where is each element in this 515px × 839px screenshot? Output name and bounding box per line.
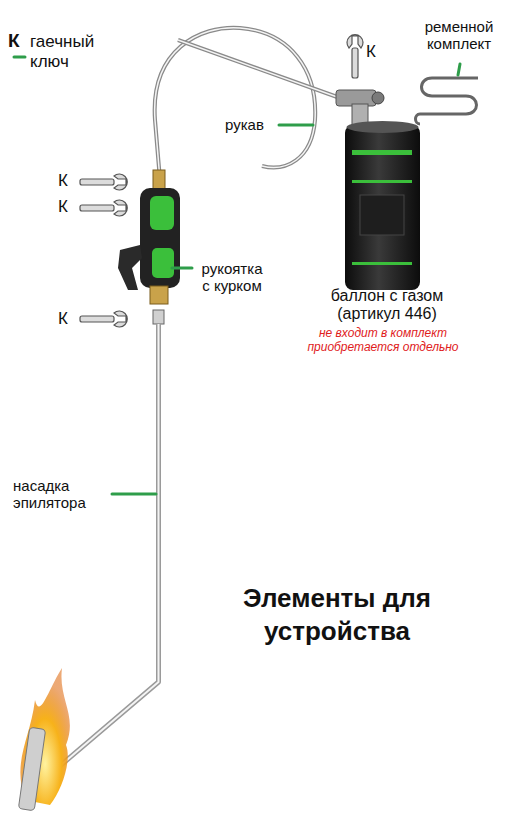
wrench-icon	[80, 200, 127, 216]
diagram-title: Элементы для устройства	[212, 582, 462, 647]
belt-clip	[416, 78, 479, 124]
key-letter: К	[58, 197, 68, 217]
note: не входит в комплект приобретается отдел…	[292, 327, 474, 355]
key-letter: К	[8, 30, 20, 52]
key-letter: К	[366, 42, 376, 62]
gas-cylinder	[345, 121, 420, 290]
hose	[155, 28, 340, 180]
part-name: ременной комплект	[410, 18, 508, 53]
key-letter: К	[58, 171, 68, 191]
key-meaning: гаечный ключ	[30, 32, 118, 71]
part-name: баллон с газом (артикул 446)	[303, 287, 471, 324]
wrench-icon	[347, 35, 363, 78]
part-name: рукав	[225, 116, 264, 133]
wrench-icon	[80, 174, 127, 190]
part-name: рукоятка с курком	[196, 260, 268, 295]
part-name: насадка эпилятора	[13, 477, 109, 512]
trigger-handle	[118, 170, 180, 304]
leader-line	[14, 57, 460, 494]
regulator	[336, 90, 384, 126]
wrench-icon	[80, 311, 127, 327]
key-letter: К	[58, 309, 68, 329]
flame	[18, 668, 70, 811]
